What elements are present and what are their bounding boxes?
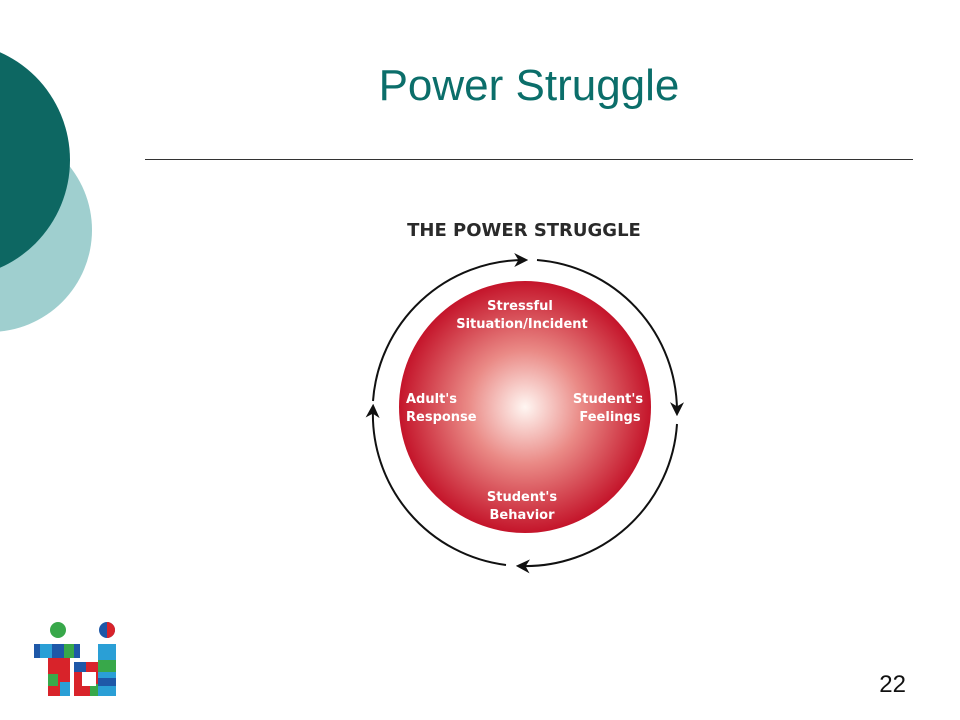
cycle-arrow-bottom-left (365, 403, 507, 566)
decor-circle-dark (0, 52, 70, 268)
slide-number: 22 (879, 671, 906, 698)
decorative-circles (0, 52, 92, 332)
puzzle-logo-icon (34, 622, 116, 696)
title-divider (145, 159, 913, 160)
central-circle (399, 281, 651, 533)
node-bottom-line2: Behavior (489, 508, 555, 523)
node-top-line1: Stressful (487, 299, 553, 314)
slide-title: Power Struggle (378, 61, 680, 110)
cycle-arrow-bottom-right (515, 423, 678, 574)
cycle-arrow-top-left (372, 253, 529, 402)
diagram-heading: THE POWER STRUGGLE (407, 220, 641, 241)
node-right-line2: Feelings (579, 410, 640, 425)
node-right-line1: Student's (573, 392, 643, 407)
node-left-line2: Response (406, 410, 477, 425)
power-struggle-diagram: THE POWER STRUGGLE Stressful Situation/I… (365, 220, 685, 574)
node-left-line1: Adult's (406, 392, 457, 407)
cycle-arrow-top-right (536, 259, 685, 417)
node-top-line2: Situation/Incident (456, 317, 588, 332)
node-bottom-line1: Student's (487, 490, 557, 505)
